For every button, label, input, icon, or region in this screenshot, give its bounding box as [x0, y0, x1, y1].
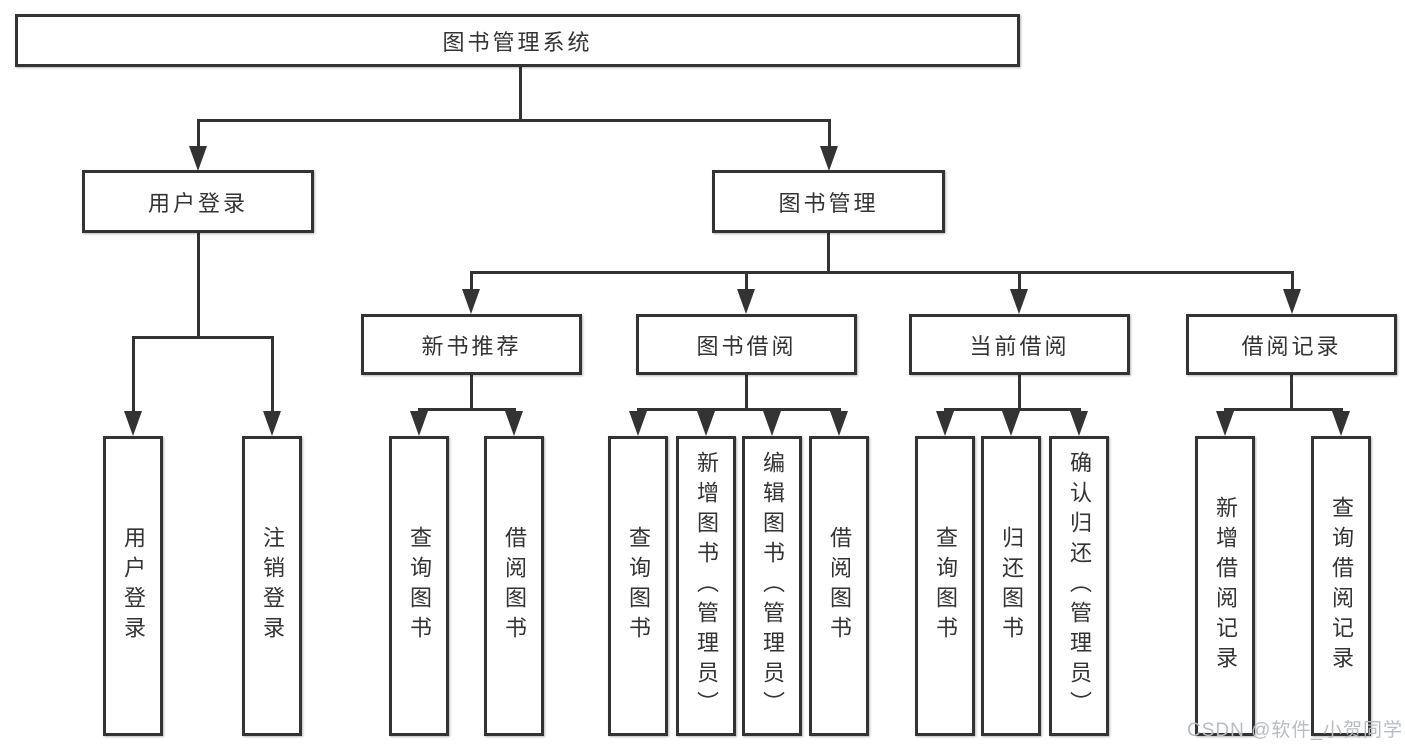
node-book-management-label: 图书管理	[778, 190, 879, 216]
node-root-label: 图书管理系统	[442, 29, 593, 55]
node-book-borrowing-label: 图书借阅	[696, 333, 797, 359]
connector-trunk-line	[1290, 375, 1293, 411]
connector-trunk-line	[197, 233, 200, 339]
leaf-logout-label: 注销登录	[260, 526, 285, 646]
leaf-query-books-recommend-label: 查询图书	[407, 526, 432, 646]
arrowhead-down-icon	[410, 411, 428, 436]
node-current-borrowing: 当前借阅	[909, 314, 1130, 375]
arrowhead-down-icon	[1283, 289, 1301, 314]
connector-rail-line	[1224, 408, 1343, 411]
node-root: 图书管理系统	[15, 14, 1020, 67]
node-user-login: 用户登录	[82, 170, 314, 233]
node-user-login-label: 用户登录	[147, 190, 248, 216]
leaf-add-borrow-record: 新增借阅记录	[1195, 436, 1255, 736]
connector-trunk-line	[519, 66, 522, 121]
leaf-query-books-borrow-label: 查询图书	[626, 526, 651, 646]
leaf-edit-books-admin-label: 编辑图书（管理员）	[760, 451, 785, 721]
connector-trunk-line	[1018, 375, 1021, 411]
connector-drop-line	[1291, 271, 1294, 293]
arrowhead-down-icon	[263, 411, 281, 436]
arrowhead-down-icon	[1010, 289, 1028, 314]
connector-drop-line	[1018, 271, 1021, 293]
node-borrowing-records: 借阅记录	[1186, 314, 1397, 375]
leaf-add-books-admin: 新增图书（管理员）	[676, 436, 736, 736]
leaf-borrow-books-label: 借阅图书	[827, 526, 852, 646]
node-book-borrowing: 图书借阅	[636, 314, 857, 375]
connector-rail-line	[470, 271, 1294, 274]
arrowhead-down-icon	[1216, 411, 1234, 436]
connector-drop-line	[132, 336, 135, 415]
arrowhead-down-icon	[830, 411, 848, 436]
arrowhead-down-icon	[1002, 411, 1020, 436]
connector-trunk-line	[745, 375, 748, 411]
node-borrowing-records-label: 借阅记录	[1241, 333, 1342, 359]
leaf-add-books-admin-label: 新增图书（管理员）	[694, 451, 719, 721]
connector-rail-line	[637, 408, 841, 411]
connector-trunk-line	[470, 375, 473, 411]
leaf-borrow-books-recommend: 借阅图书	[484, 436, 544, 736]
arrowhead-down-icon	[462, 289, 480, 314]
node-current-borrowing-label: 当前借阅	[969, 333, 1070, 359]
connector-drop-line	[271, 336, 274, 415]
connector-drop-line	[745, 271, 748, 293]
leaf-query-books-current-label: 查询图书	[933, 526, 958, 646]
leaf-borrow-books-recommend-label: 借阅图书	[502, 526, 527, 646]
arrowhead-down-icon	[1070, 411, 1088, 436]
connector-rail-line	[132, 336, 274, 339]
arrowhead-down-icon	[1332, 411, 1350, 436]
arrowhead-down-icon	[697, 411, 715, 436]
arrowhead-down-icon	[505, 411, 523, 436]
connector-rail-line	[418, 408, 516, 411]
leaf-query-borrow-record-label: 查询借阅记录	[1329, 496, 1354, 676]
arrowhead-down-icon	[629, 411, 647, 436]
leaf-query-books-current: 查询图书	[915, 436, 975, 736]
connector-drop-line	[828, 119, 831, 150]
arrowhead-down-icon	[124, 411, 142, 436]
leaf-query-books-borrow: 查询图书	[608, 436, 668, 736]
leaf-user-login: 用户登录	[103, 436, 163, 736]
leaf-confirm-return-admin: 确认归还（管理员）	[1049, 436, 1109, 736]
node-new-book-recommend-label: 新书推荐	[421, 333, 522, 359]
arrowhead-down-icon	[189, 146, 207, 171]
watermark: CSDN @软件_小贺同学	[1187, 720, 1403, 741]
leaf-return-books: 归还图书	[981, 436, 1041, 736]
leaf-query-borrow-record: 查询借阅记录	[1311, 436, 1371, 736]
leaf-add-borrow-record-label: 新增借阅记录	[1213, 496, 1238, 676]
node-book-management: 图书管理	[712, 170, 945, 233]
leaf-logout: 注销登录	[242, 436, 302, 736]
arrowhead-down-icon	[763, 411, 781, 436]
leaf-query-books-recommend: 查询图书	[389, 436, 449, 736]
arrowhead-down-icon	[936, 411, 954, 436]
leaf-borrow-books: 借阅图书	[809, 436, 869, 736]
connector-rail-line	[197, 119, 831, 122]
leaf-edit-books-admin: 编辑图书（管理员）	[742, 436, 802, 736]
connector-drop-line	[470, 271, 473, 293]
arrowhead-down-icon	[820, 146, 838, 171]
connector-trunk-line	[827, 233, 830, 274]
node-new-book-recommend: 新书推荐	[361, 314, 582, 375]
arrowhead-down-icon	[737, 289, 755, 314]
leaf-return-books-label: 归还图书	[999, 526, 1024, 646]
connector-drop-line	[197, 119, 200, 150]
leaf-user-login-label: 用户登录	[121, 526, 146, 646]
leaf-confirm-return-admin-label: 确认归还（管理员）	[1067, 451, 1092, 721]
